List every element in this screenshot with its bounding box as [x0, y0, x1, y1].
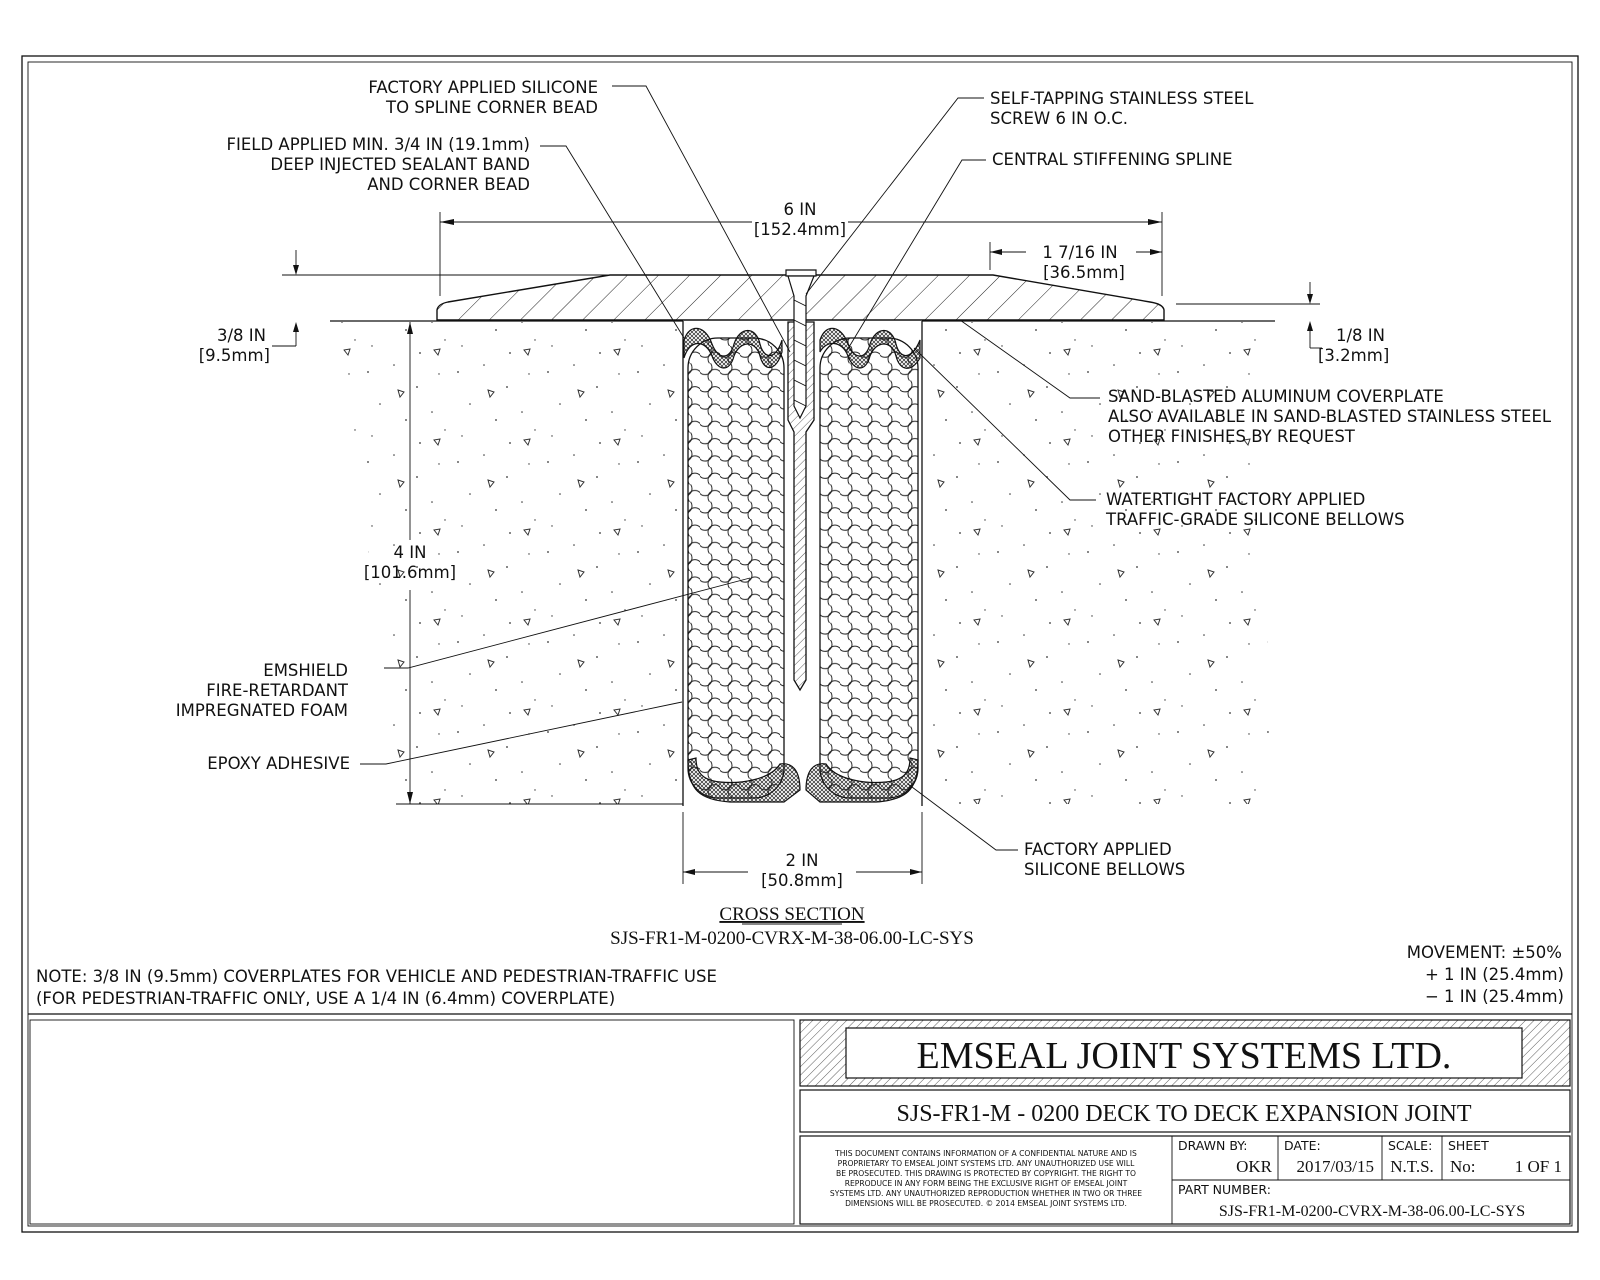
dimension-labels: 6 IN [152.4mm] 1 7/16 IN [36.5mm] 3/8 IN… [199, 200, 1390, 890]
label-bellows-bottom-2: SILICONE BELLOWS [1024, 860, 1185, 879]
label-coverplate-2: ALSO AVAILABLE IN SAND-BLASTED STAINLESS… [1108, 407, 1552, 426]
screw-head [785, 269, 817, 277]
label-field-sealant-1: FIELD APPLIED MIN. 3/4 IN (19.1mm) [227, 135, 531, 154]
label-bellows-bottom-1: FACTORY APPLIED [1024, 840, 1172, 859]
outer-border [21, 55, 1579, 1233]
confidential-line-5: SYSTEMS LTD. ANY UNAUTHORIZED REPRODUCTI… [830, 1189, 1142, 1198]
dim-depth-mm: [101.6mm] [364, 563, 456, 582]
sheet-no-label: No: [1450, 1157, 1476, 1176]
sheet-label: SHEET [1448, 1138, 1489, 1153]
dim-width-mm: [152.4mm] [754, 220, 846, 239]
scale-label: SCALE: [1388, 1138, 1432, 1153]
label-spline: CENTRAL STIFFENING SPLINE [992, 150, 1233, 169]
label-screw-1: SELF-TAPPING STAINLESS STEEL [990, 89, 1254, 108]
left-top-bellows [683, 327, 783, 369]
part-number-label: PART NUMBER: [1178, 1182, 1271, 1197]
dim-plate-in: 3/8 IN [217, 326, 266, 345]
label-field-sealant-3: AND CORNER BEAD [367, 175, 530, 194]
sheet-value: 1 OF 1 [1515, 1157, 1562, 1176]
dim-plate-mm: [9.5mm] [199, 346, 270, 365]
label-epoxy: EPOXY ADHESIVE [207, 754, 350, 773]
label-field-sealant-2: DEEP INJECTED SEALANT BAND [270, 155, 530, 174]
confidential-line-3: BE PROSECUTED. THIS DRAWING IS PROTECTED… [836, 1169, 1136, 1178]
inner-border [27, 61, 1573, 1227]
right-concrete-slab [922, 322, 1270, 804]
confidential-line-4: REPRODUCE IN ANY FORM BEING THE EXCLUSIV… [845, 1179, 1128, 1188]
drawn-by-value: OKR [1236, 1157, 1273, 1176]
dim-taper-in: 1 7/16 IN [1042, 243, 1117, 262]
part-number-value: SJS-FR1-M-0200-CVRX-M-38-06.00-LC-SYS [1219, 1203, 1525, 1220]
dim-edge-mm: [3.2mm] [1318, 346, 1389, 365]
date-label: DATE: [1284, 1138, 1321, 1153]
product-title: SJS-FR1-M - 0200 DECK TO DECK EXPANSION … [897, 1101, 1472, 1127]
label-silicone-bead-2: TO SPLINE CORNER BEAD [385, 98, 598, 117]
central-stiffening-spline [787, 321, 815, 692]
left-foam-body [687, 337, 785, 799]
confidential-line-2: PROPRIETARY TO EMSEAL JOINT SYSTEMS LTD.… [838, 1159, 1135, 1168]
note-line-2: (FOR PEDESTRIAN-TRAFFIC ONLY, USE A 1/4 … [36, 989, 615, 1008]
blank-notes-box [29, 1019, 795, 1225]
leader-lines [360, 85, 1100, 851]
scale-value: N.T.S. [1390, 1157, 1434, 1176]
label-foam-2: FIRE-RETARDANT [206, 681, 349, 700]
dim-edge-in: 1/8 IN [1336, 326, 1385, 345]
label-screw-2: SCREW 6 IN O.C. [990, 109, 1128, 128]
movement-minus: − 1 IN (25.4mm) [1425, 987, 1564, 1006]
dim-joint-mm: [50.8mm] [761, 871, 843, 890]
dim-depth-in: 4 IN [394, 543, 427, 562]
label-foam-1: EMSHIELD [263, 661, 348, 680]
section-title: CROSS SECTION [719, 904, 864, 925]
left-bottom-bellows [687, 757, 801, 803]
section-code: SJS-FR1-M-0200-CVRX-M-38-06.00-LC-SYS [610, 928, 974, 949]
date-value: 2017/03/15 [1297, 1157, 1374, 1176]
title-block: EMSEAL JOINT SYSTEMS LTD. SJS-FR1-M - 02… [799, 1019, 1571, 1225]
label-bellows-top-1: WATERTIGHT FACTORY APPLIED [1106, 490, 1365, 509]
confidential-line-1: THIS DOCUMENT CONTAINS INFORMATION OF A … [834, 1149, 1137, 1158]
right-foam-body [819, 337, 919, 799]
label-silicone-bead-1: FACTORY APPLIED SILICONE [368, 78, 598, 97]
label-coverplate-3: OTHER FINISHES BY REQUEST [1108, 427, 1356, 446]
note-line-1: NOTE: 3/8 IN (9.5mm) COVERPLATES FOR VEH… [36, 967, 717, 986]
drawn-by-label: DRAWN BY: [1178, 1138, 1247, 1153]
callout-labels: FACTORY APPLIED SILICONE TO SPLINE CORNE… [176, 78, 1552, 879]
label-bellows-top-2: TRAFFIC-GRADE SILICONE BELLOWS [1105, 510, 1405, 529]
dim-width-in: 6 IN [784, 200, 817, 219]
confidential-line-6: DIMENSIONS WILL BE PROSECUTED. © 2014 EM… [845, 1199, 1127, 1208]
right-top-bellows [819, 327, 921, 369]
stainless-screw [787, 275, 815, 420]
movement-plus: + 1 IN (25.4mm) [1425, 965, 1564, 984]
dimension-lines [272, 212, 1322, 884]
dim-taper-mm: [36.5mm] [1043, 263, 1125, 282]
left-concrete-slab [340, 322, 683, 804]
dim-joint-in: 2 IN [786, 851, 819, 870]
company-name: EMSEAL JOINT SYSTEMS LTD. [917, 1035, 1452, 1077]
movement-title: MOVEMENT: ±50% [1407, 943, 1562, 962]
label-coverplate-1: SAND-BLASTED ALUMINUM COVERPLATE [1108, 387, 1444, 406]
label-foam-3: IMPREGNATED FOAM [176, 701, 348, 720]
right-bottom-bellows [805, 757, 919, 803]
